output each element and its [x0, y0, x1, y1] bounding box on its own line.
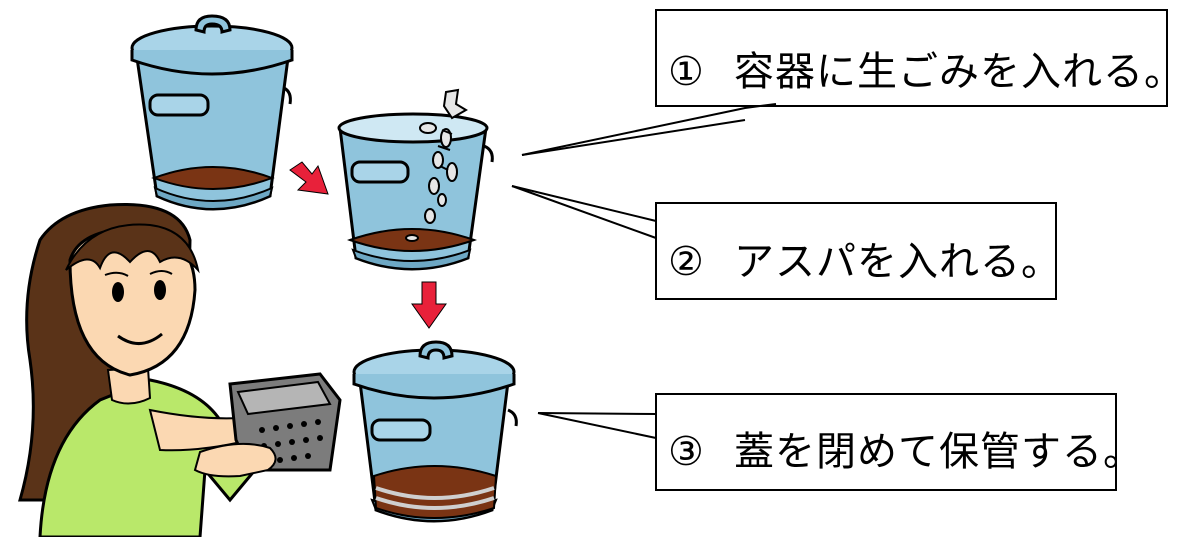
callout-step-3	[537, 393, 1117, 491]
step-1-label: ① 容器に生ごみを入れる。	[668, 52, 1177, 92]
open-bucket-icon	[337, 88, 494, 271]
callout-step-1	[521, 9, 1168, 156]
step-1-text: 容器に生ごみを入れる。	[734, 49, 1177, 95]
aspa-granules-icon	[405, 88, 468, 242]
step-2-label: ② アスパを入れる。	[668, 242, 1062, 282]
step-1-number: ①	[668, 49, 705, 95]
closed-bucket-icon	[352, 340, 518, 523]
step-2-number: ②	[668, 239, 705, 285]
step-2-text: アスパを入れる。	[734, 239, 1062, 285]
arrow-down-icon	[411, 281, 447, 329]
woman-holding-aspa-box-icon	[18, 202, 342, 537]
step-3-text: 蓋を閉めて保管する。	[734, 429, 1144, 475]
step-3-number: ③	[668, 429, 705, 475]
step-3-label: ③ 蓋を閉めて保管する。	[668, 432, 1144, 472]
callout-step-2	[511, 185, 1057, 300]
bucket-with-lid-icon	[130, 14, 294, 211]
arrow-right-down-icon	[289, 161, 329, 195]
